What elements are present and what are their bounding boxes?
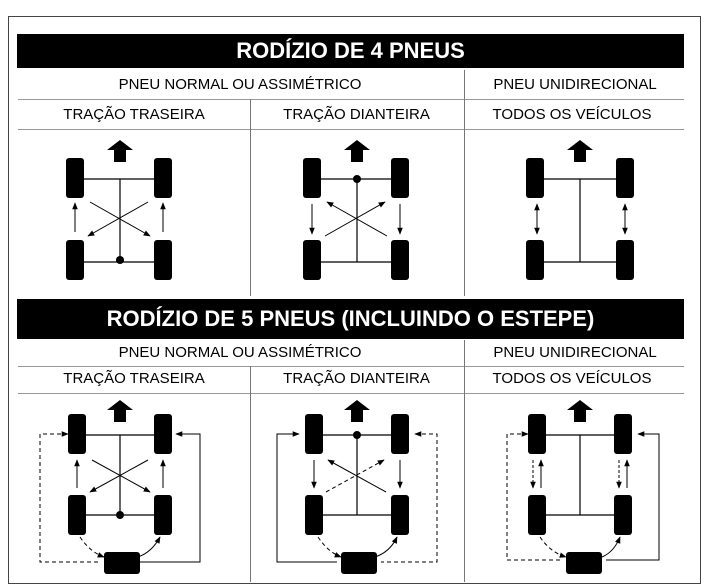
tire-icon xyxy=(528,414,546,454)
col-divider-4-b xyxy=(464,70,465,296)
tire-icon xyxy=(66,240,84,280)
tire-icon xyxy=(526,240,544,280)
header-normal-tire-4: PNEU NORMAL OU ASSIMÉTRICO xyxy=(118,76,362,93)
forward-arrow-icon xyxy=(107,140,133,162)
tire-icon xyxy=(68,414,86,454)
diagram-5-unidirectional xyxy=(506,400,660,574)
diagram-4-front-drive xyxy=(303,140,409,280)
tire-icon xyxy=(614,495,632,535)
tire-icon xyxy=(66,158,84,198)
tire-icon xyxy=(305,495,323,535)
title-bar-5-tires: RODÍZIO DE 5 PNEUS (INCLUINDO O ESTEPE) xyxy=(17,299,684,339)
diagram-4-rear-drive xyxy=(66,140,172,280)
forward-arrow-icon xyxy=(344,400,370,422)
tire-icon xyxy=(303,240,321,280)
header-unidirectional-4: PNEU UNIDIRECIONAL xyxy=(493,76,657,93)
diagram-5-rear-drive xyxy=(39,400,201,574)
label-rear-drive-4: TRAÇÃO TRASEIRA xyxy=(63,106,205,123)
tire-icon xyxy=(528,495,546,535)
spare-tire-icon xyxy=(341,552,377,574)
diagram-5-front-drive xyxy=(276,400,438,574)
divider-5b xyxy=(18,393,684,394)
tire-icon xyxy=(305,414,323,454)
label-all-vehicles-5: TODOS OS VEÍCULOS xyxy=(492,370,652,387)
label-front-drive-4: TRAÇÃO DIANTEIRA xyxy=(283,106,430,123)
diagram-4-unidirectional xyxy=(526,140,634,280)
tire-icon xyxy=(616,158,634,198)
tire-icon xyxy=(68,495,86,535)
tire-icon xyxy=(391,495,409,535)
divider-5a xyxy=(18,366,684,367)
tire-icon xyxy=(616,240,634,280)
col-divider-5-a xyxy=(250,366,251,582)
header-normal-tire-5: PNEU NORMAL OU ASSIMÉTRICO xyxy=(118,344,362,361)
divider-4a xyxy=(18,99,684,100)
forward-arrow-icon xyxy=(107,400,133,422)
label-all-vehicles-4: TODOS OS VEÍCULOS xyxy=(492,106,652,123)
label-rear-drive-5: TRAÇÃO TRASEIRA xyxy=(63,370,205,387)
label-front-drive-5: TRAÇÃO DIANTEIRA xyxy=(283,370,430,387)
tire-icon xyxy=(391,240,409,280)
tire-icon xyxy=(154,495,172,535)
title-bar-4-tires: RODÍZIO DE 4 PNEUS xyxy=(17,34,684,68)
title-5-tires: RODÍZIO DE 5 PNEUS (INCLUINDO O ESTEPE) xyxy=(106,306,595,331)
forward-arrow-icon xyxy=(344,140,370,162)
tire-icon xyxy=(391,414,409,454)
tire-icon xyxy=(391,158,409,198)
forward-arrow-icon xyxy=(567,140,593,162)
tire-icon xyxy=(614,414,632,454)
forward-arrow-icon xyxy=(567,400,593,422)
tire-icon xyxy=(154,240,172,280)
diagram-frame xyxy=(8,16,701,584)
divider-4b xyxy=(18,129,684,130)
title-4-tires: RODÍZIO DE 4 PNEUS xyxy=(236,38,465,63)
tire-icon xyxy=(154,158,172,198)
tire-icon xyxy=(154,414,172,454)
col-divider-4-a xyxy=(250,99,251,296)
col-divider-5-b xyxy=(464,340,465,582)
spare-tire-icon xyxy=(104,552,140,574)
header-unidirectional-5: PNEU UNIDIRECIONAL xyxy=(493,344,657,361)
tire-icon xyxy=(526,158,544,198)
spare-tire-icon xyxy=(566,552,602,574)
tire-icon xyxy=(303,158,321,198)
